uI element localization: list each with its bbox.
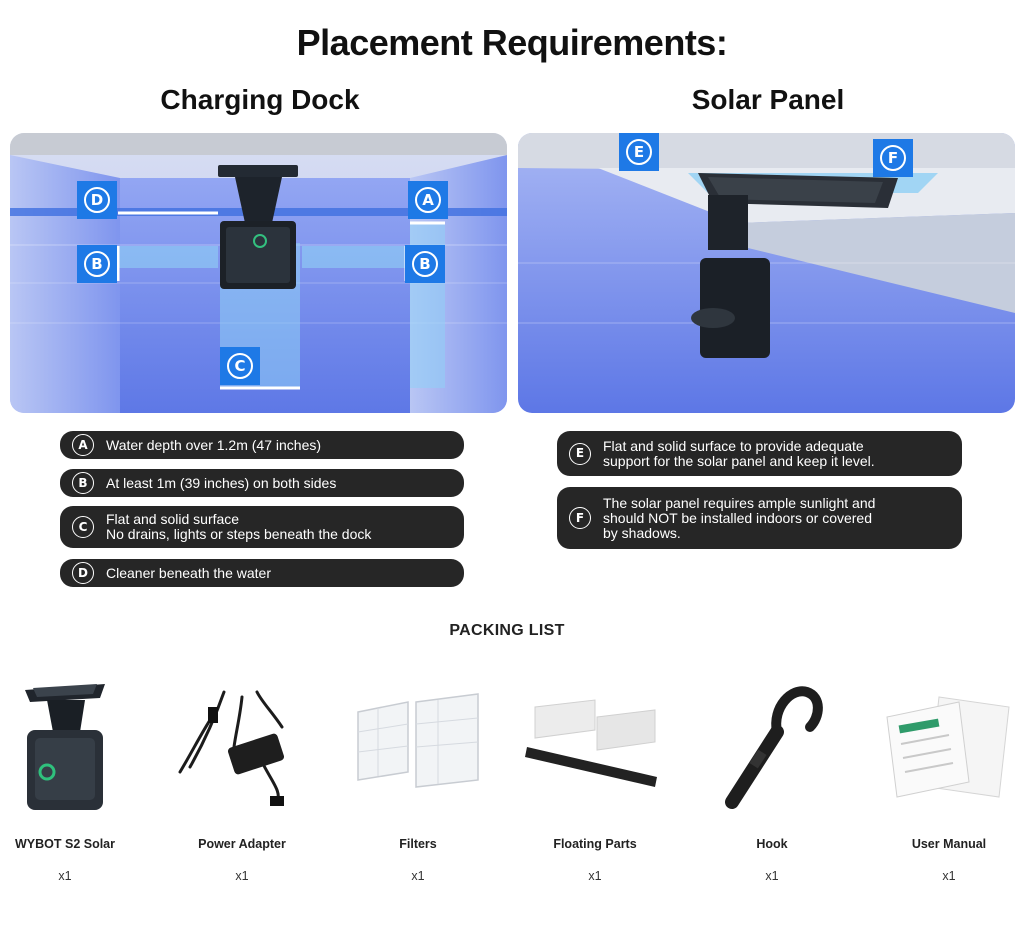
item-name: Filters (399, 837, 437, 851)
letter-a-icon: A (72, 434, 94, 456)
requirement-d: D Cleaner beneath the water (60, 559, 464, 587)
marker-c-badge: C (220, 347, 260, 385)
marker-b-left-badge: B (77, 245, 117, 283)
requirement-b: B At least 1m (39 inches) on both sides (60, 469, 464, 497)
item-name: Hook (756, 837, 788, 851)
page-title: Placement Requirements: (296, 22, 728, 63)
packing-item-floating: Floating Parts x1 (515, 672, 675, 892)
charging-dock-title: Charging Dock (160, 84, 360, 115)
requirement-f: F The solar panel requires ample sunligh… (557, 487, 962, 549)
packing-item-cleaner: WYBOT S2 Solar x1 (0, 672, 145, 892)
requirement-c: C Flat and solid surface No drains, ligh… (60, 506, 464, 548)
letter-f-icon: F (569, 507, 591, 529)
letter-e-icon: E (569, 442, 591, 465)
floating-parts-icon (515, 672, 675, 822)
solar-panel-title: Solar Panel (691, 84, 845, 115)
letter-b-icon: B (72, 472, 94, 494)
requirement-a: A Water depth over 1.2m (47 inches) (60, 431, 464, 459)
letter-d-icon: D (72, 562, 94, 584)
item-name: User Manual (911, 837, 987, 851)
marker-d-badge: D (77, 181, 117, 219)
marker-b-right-badge: B (405, 245, 445, 283)
item-qty: x1 (942, 869, 956, 883)
pool-cleaner-icon (0, 672, 145, 822)
packing-list-title: PACKING LIST (449, 622, 565, 639)
item-name: WYBOT S2 Solar (14, 837, 116, 851)
packing-item-hook: Hook x1 (692, 672, 852, 892)
packing-item-manual: User Manual x1 (869, 672, 1024, 892)
item-qty: x1 (58, 869, 72, 883)
packing-item-adapter: Power Adapter x1 (162, 672, 322, 892)
item-qty: x1 (765, 869, 779, 883)
hook-icon (692, 672, 852, 822)
requirement-e: E Flat and solid surface to provide adeq… (557, 431, 962, 476)
marker-f-badge: F (873, 139, 913, 177)
marker-e-badge: E (619, 133, 659, 171)
user-manual-icon (869, 672, 1024, 822)
marker-a-badge: A (408, 181, 448, 219)
charging-dock-diagram: D A B B C (10, 133, 507, 413)
item-qty: x1 (235, 869, 249, 883)
packing-item-filters: Filters x1 (338, 672, 498, 892)
filters-icon (338, 672, 498, 822)
item-qty: x1 (411, 869, 425, 883)
item-qty: x1 (588, 869, 602, 883)
solar-panel-diagram: E F (518, 133, 1015, 413)
item-name: Power Adapter (198, 837, 286, 851)
power-adapter-icon (162, 672, 322, 822)
item-name: Floating Parts (553, 837, 637, 851)
letter-c-icon: C (72, 516, 94, 538)
